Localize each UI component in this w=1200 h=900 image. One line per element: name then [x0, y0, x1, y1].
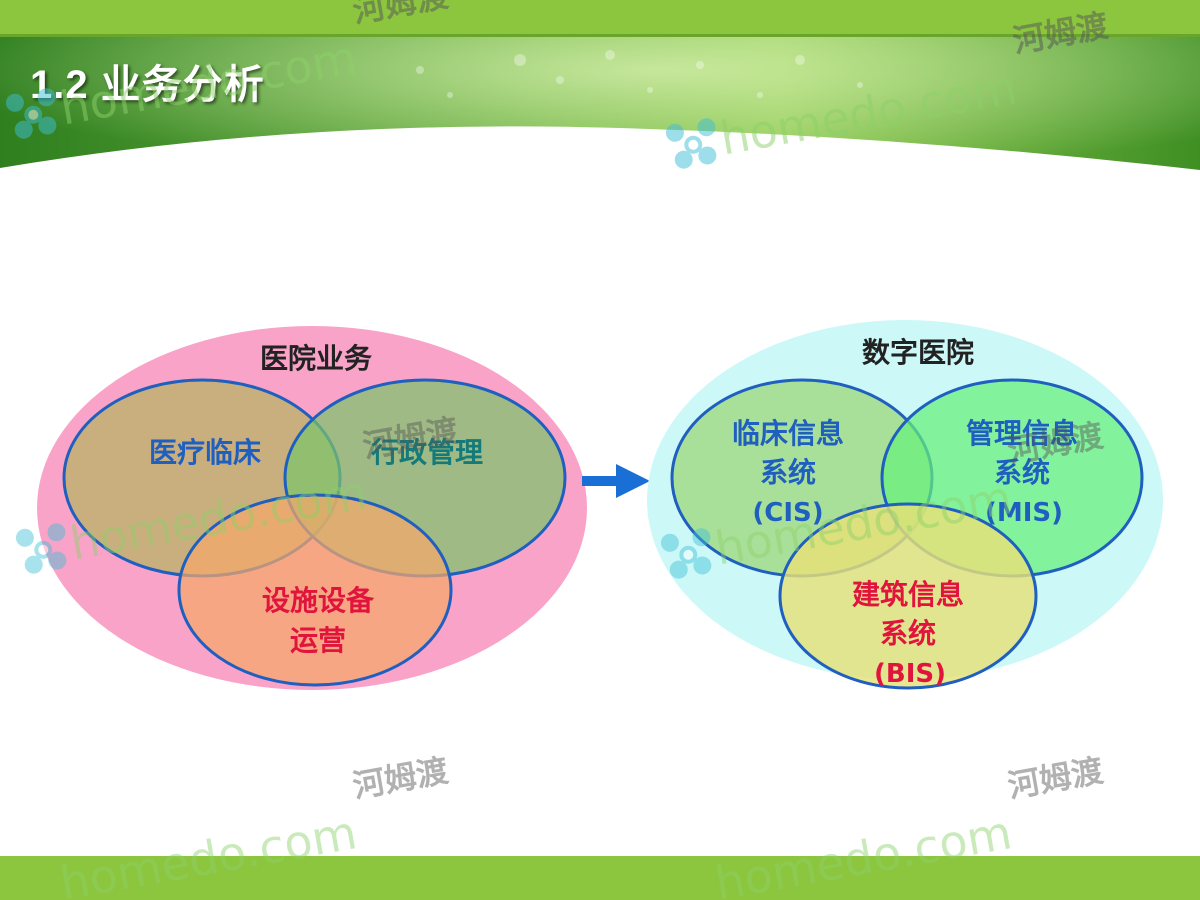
watermark-brand: homedo.com — [711, 805, 1016, 900]
circle-facility-operation — [177, 493, 453, 687]
digital-hospital-group: 数字医院 临床信息 系统 (CIS) 管理信息 系统 (MIS) 建筑信息 系统… — [647, 320, 1163, 690]
label-mis-line2: 系统 — [994, 456, 1050, 489]
watermark-brand: homedo.com — [56, 30, 361, 135]
leaf-banner-graphic — [0, 0, 1200, 175]
circle-bis — [778, 502, 1038, 690]
label-facility-operation-line2: 运营 — [290, 624, 346, 657]
hospital-business-title: 医院业务 — [260, 342, 372, 375]
watermark-cn: 河姆渡 — [350, 0, 452, 30]
label-facility-operation-line1: 设施设备 — [262, 584, 375, 617]
watermark-bottom-left: homedo.com 河姆渡 — [56, 751, 452, 900]
label-medical-clinical: 医疗临床 — [149, 436, 261, 469]
label-cis-line2: 系统 — [760, 456, 816, 489]
watermark-brand: homedo.com — [716, 60, 1021, 165]
flower-logo-icon — [5, 88, 57, 139]
flower-logo-icon — [660, 528, 712, 579]
slide-title: 1.2 业务分析 — [30, 63, 265, 107]
footer-bar — [0, 856, 1200, 900]
watermark-bottom-right: homedo.com 河姆渡 — [711, 751, 1107, 900]
watermark-cn: 河姆渡 — [1005, 751, 1107, 805]
watermark-cn: 河姆渡 — [350, 751, 452, 805]
watermark-brand: homedo.com — [56, 805, 361, 900]
label-cis-line3: (CIS) — [752, 498, 823, 528]
flower-logo-icon — [665, 118, 717, 169]
label-mis-line3: (MIS) — [985, 498, 1063, 528]
watermark-top-right: homedo.com 河姆渡 — [665, 6, 1112, 169]
transform-arrow — [582, 464, 650, 498]
watermark-cn: 河姆渡 — [1010, 6, 1112, 60]
hospital-business-group: 医院业务 医疗临床 行政管理 设施设备 运营 — [37, 326, 587, 690]
label-bis-line1: 建筑信息 — [852, 578, 964, 611]
label-bis-line3: (BIS) — [874, 659, 946, 689]
label-bis-line2: 系统 — [880, 617, 936, 650]
label-cis-line1: 临床信息 — [732, 417, 844, 450]
digital-hospital-title: 数字医院 — [862, 336, 974, 369]
flower-logo-icon — [15, 523, 67, 574]
label-mis-line1: 管理信息 — [966, 417, 1078, 450]
label-administration: 行政管理 — [370, 436, 483, 469]
header-banner: 1.2 业务分析 — [0, 0, 1200, 175]
watermark-top-left: homedo.com 河姆渡 — [5, 0, 452, 139]
